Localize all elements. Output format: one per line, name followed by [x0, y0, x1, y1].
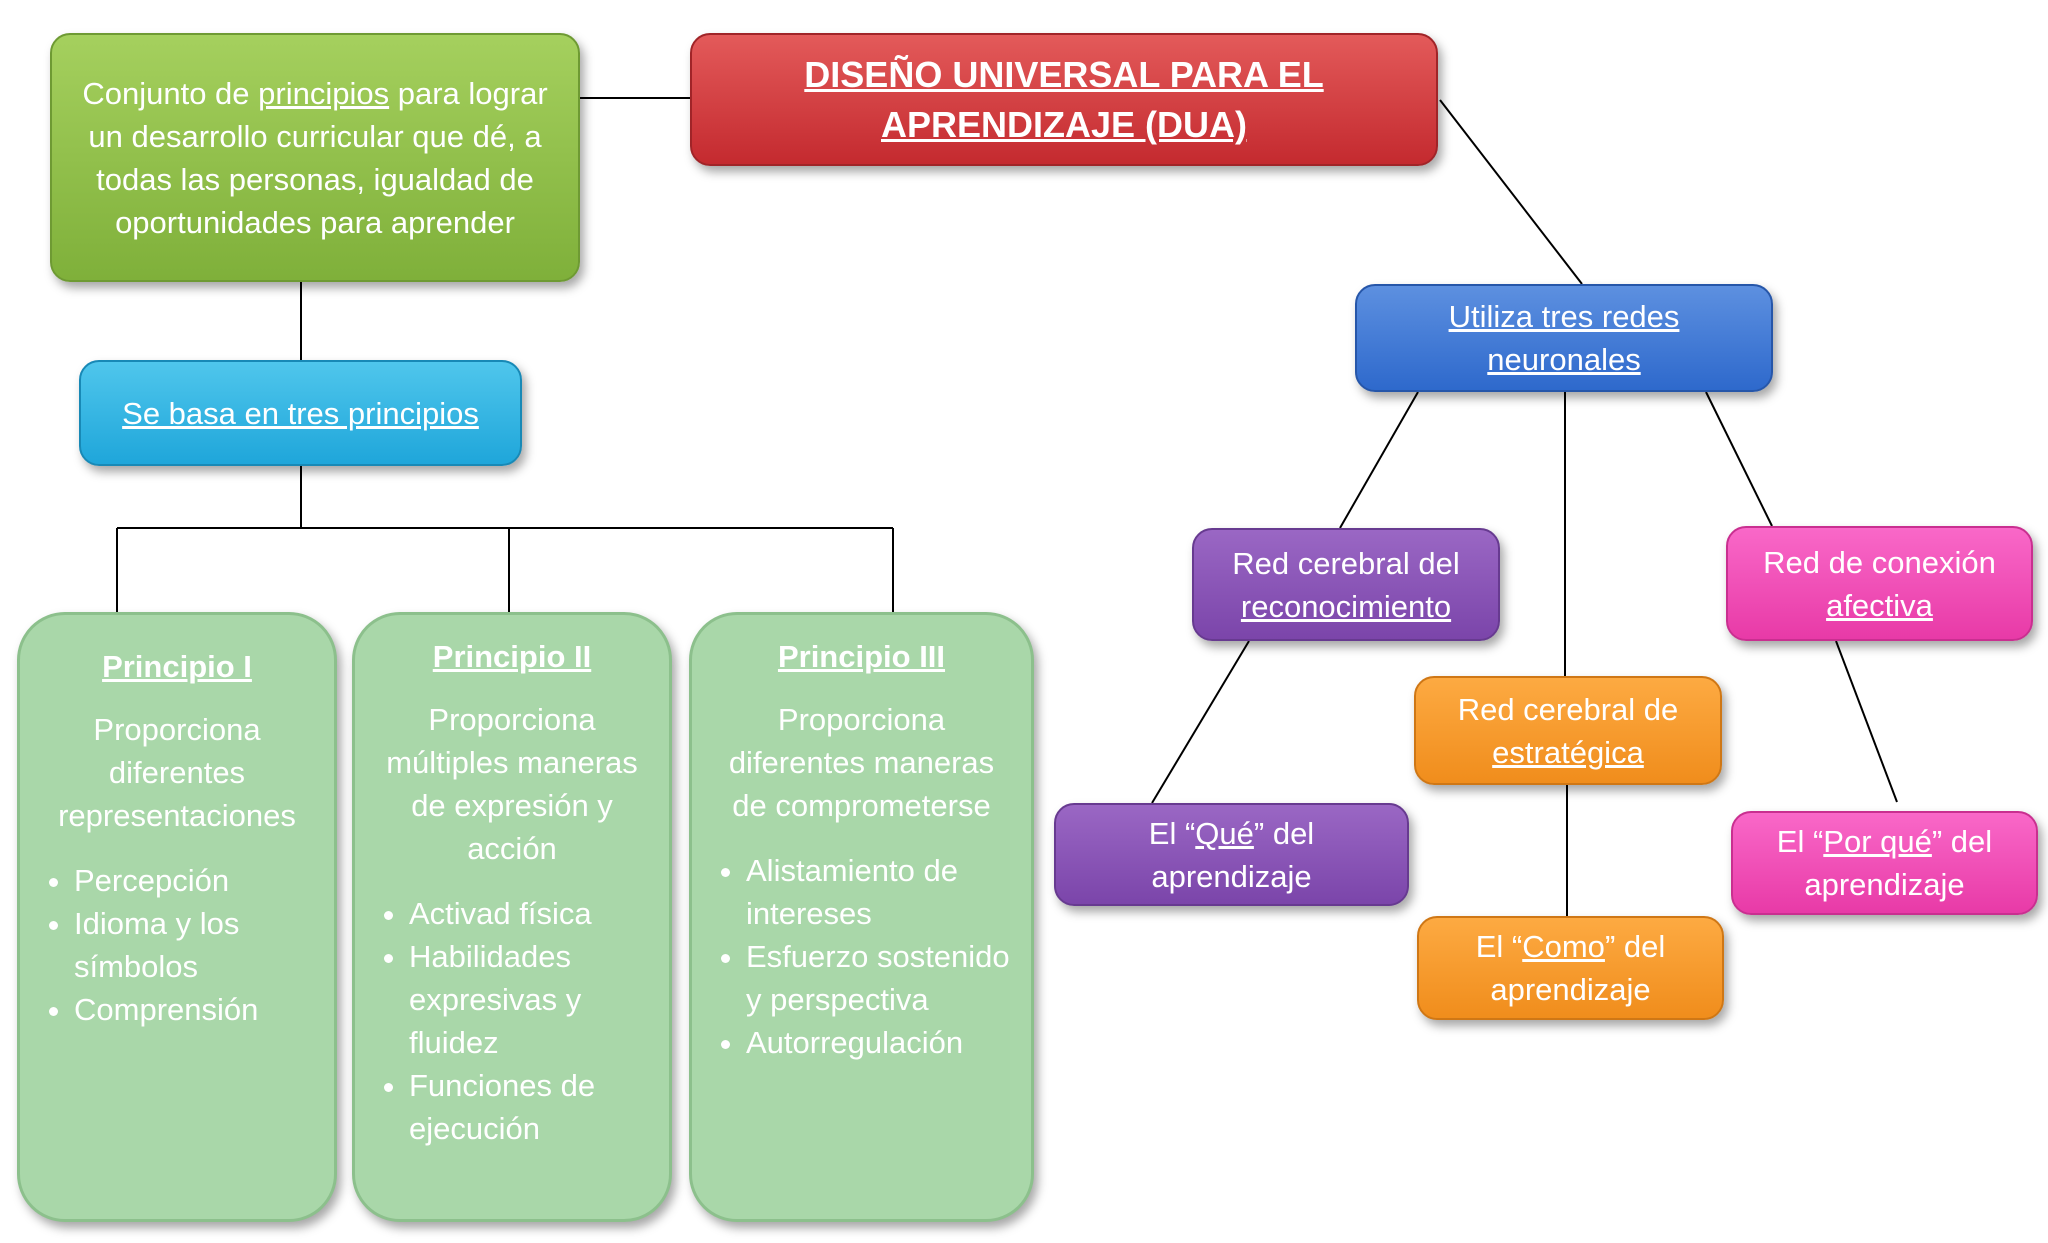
- how-post: ” del: [1604, 929, 1666, 964]
- principle-2-list: Activad física Habilidades expresivas y …: [373, 892, 651, 1150]
- affective-line-1: Red de conexión: [1763, 544, 1996, 580]
- recognition-line-1: Red cerebral del: [1232, 545, 1460, 581]
- connector-recognition-what: [1151, 640, 1250, 804]
- principle-card-3[interactable]: Principio III Proporciona diferentes man…: [689, 612, 1034, 1222]
- principle-2-item: Funciones de ejecución: [409, 1064, 651, 1150]
- title-line-2: APRENDIZAJE (DUA): [880, 103, 1247, 145]
- strategic-line-2: estratégica: [1492, 734, 1644, 770]
- networks-label-line-2: neuronales: [1487, 342, 1641, 377]
- strategic-line-1: Red cerebral de: [1457, 691, 1679, 727]
- principle-1-list: Percepción Idioma y los símbolos Compren…: [38, 859, 316, 1031]
- base-label: Se basa en tres principios: [122, 395, 479, 431]
- how-link[interactable]: Como: [1522, 929, 1605, 964]
- principle-1-item: Percepción: [74, 859, 316, 902]
- how-node[interactable]: El “Como” del aprendizaje: [1417, 916, 1724, 1020]
- definition-link-principios[interactable]: principios: [258, 75, 390, 111]
- what-pre: El “: [1148, 815, 1196, 851]
- strategic-network-node[interactable]: Red cerebral de estratégica: [1414, 676, 1722, 785]
- networks-node[interactable]: Utiliza tres redes neuronales: [1355, 284, 1773, 392]
- what-post: ” del: [1253, 815, 1315, 851]
- definition-node[interactable]: Conjunto de principios para lograr un de…: [50, 33, 580, 282]
- how-pre: El “: [1475, 929, 1523, 964]
- what-link[interactable]: Qué: [1195, 815, 1254, 851]
- why-line-2: aprendizaje: [1804, 867, 1965, 902]
- why-link[interactable]: Por qué: [1823, 824, 1932, 859]
- title-line-1: DISEÑO UNIVERSAL PARA EL: [804, 53, 1324, 95]
- principle-2-item: Activad física: [409, 892, 651, 935]
- connector-title-networks: [1439, 99, 1583, 285]
- connector-networks-affective: [1705, 391, 1773, 527]
- why-node[interactable]: El “Por qué” del aprendizaje: [1731, 811, 2038, 915]
- principle-3-list: Alistamiento de intereses Esfuerzo soste…: [710, 849, 1013, 1064]
- why-pre: El “: [1776, 824, 1824, 859]
- principle-card-2[interactable]: Principio II Proporciona múltiples maner…: [352, 612, 672, 1222]
- connector-networks-recognition: [1339, 391, 1419, 529]
- affective-network-node[interactable]: Red de conexión afectiva: [1726, 526, 2033, 641]
- base-node[interactable]: Se basa en tres principios: [79, 360, 522, 466]
- how-line-1: El “Como” del: [1476, 925, 1666, 968]
- principle-2-item: Habilidades expresivas y fluidez: [409, 935, 651, 1064]
- affective-line-2: afectiva: [1826, 587, 1933, 623]
- what-line-2: aprendizaje: [1151, 858, 1312, 894]
- title-node[interactable]: DISEÑO UNIVERSAL PARA EL APRENDIZAJE (DU…: [690, 33, 1438, 166]
- definition-post: para lograr un desarrollo curricular que…: [88, 75, 548, 240]
- recognition-network-node[interactable]: Red cerebral del reconocimiento: [1192, 528, 1500, 641]
- principle-3-title: Principio III: [777, 639, 946, 674]
- principle-3-item: Alistamiento de intereses: [746, 849, 1013, 935]
- how-line-2: aprendizaje: [1490, 972, 1651, 1007]
- principle-1-description: Proporciona diferentes representaciones: [58, 712, 296, 833]
- what-line-1: El “Qué” del: [1149, 812, 1314, 855]
- principle-3-item: Esfuerzo sostenido y perspectiva: [746, 935, 1013, 1021]
- what-node[interactable]: El “Qué” del aprendizaje: [1054, 803, 1409, 906]
- why-post: ” del: [1931, 824, 1993, 859]
- networks-label-line-1: Utiliza tres redes: [1448, 299, 1680, 334]
- connector-affective-why: [1835, 640, 1898, 803]
- principle-3-description: Proporciona diferentes maneras de compro…: [728, 702, 995, 823]
- why-line-1: El “Por qué” del: [1777, 820, 1992, 863]
- principle-3-item: Autorregulación: [746, 1021, 1013, 1064]
- principle-card-1[interactable]: Principio I Proporciona diferentes repre…: [17, 612, 337, 1222]
- principle-2-description: Proporciona múltiples maneras de expresi…: [386, 702, 638, 866]
- principle-1-item: Comprensión: [74, 988, 316, 1031]
- recognition-line-2: reconocimiento: [1240, 588, 1452, 624]
- principle-1-title: Principio I: [102, 649, 252, 684]
- principle-1-item: Idioma y los símbolos: [74, 902, 316, 988]
- definition-pre: Conjunto de: [82, 75, 259, 111]
- definition-text: Conjunto de principios para lograr un de…: [78, 72, 552, 244]
- principle-2-title: Principio II: [432, 639, 592, 674]
